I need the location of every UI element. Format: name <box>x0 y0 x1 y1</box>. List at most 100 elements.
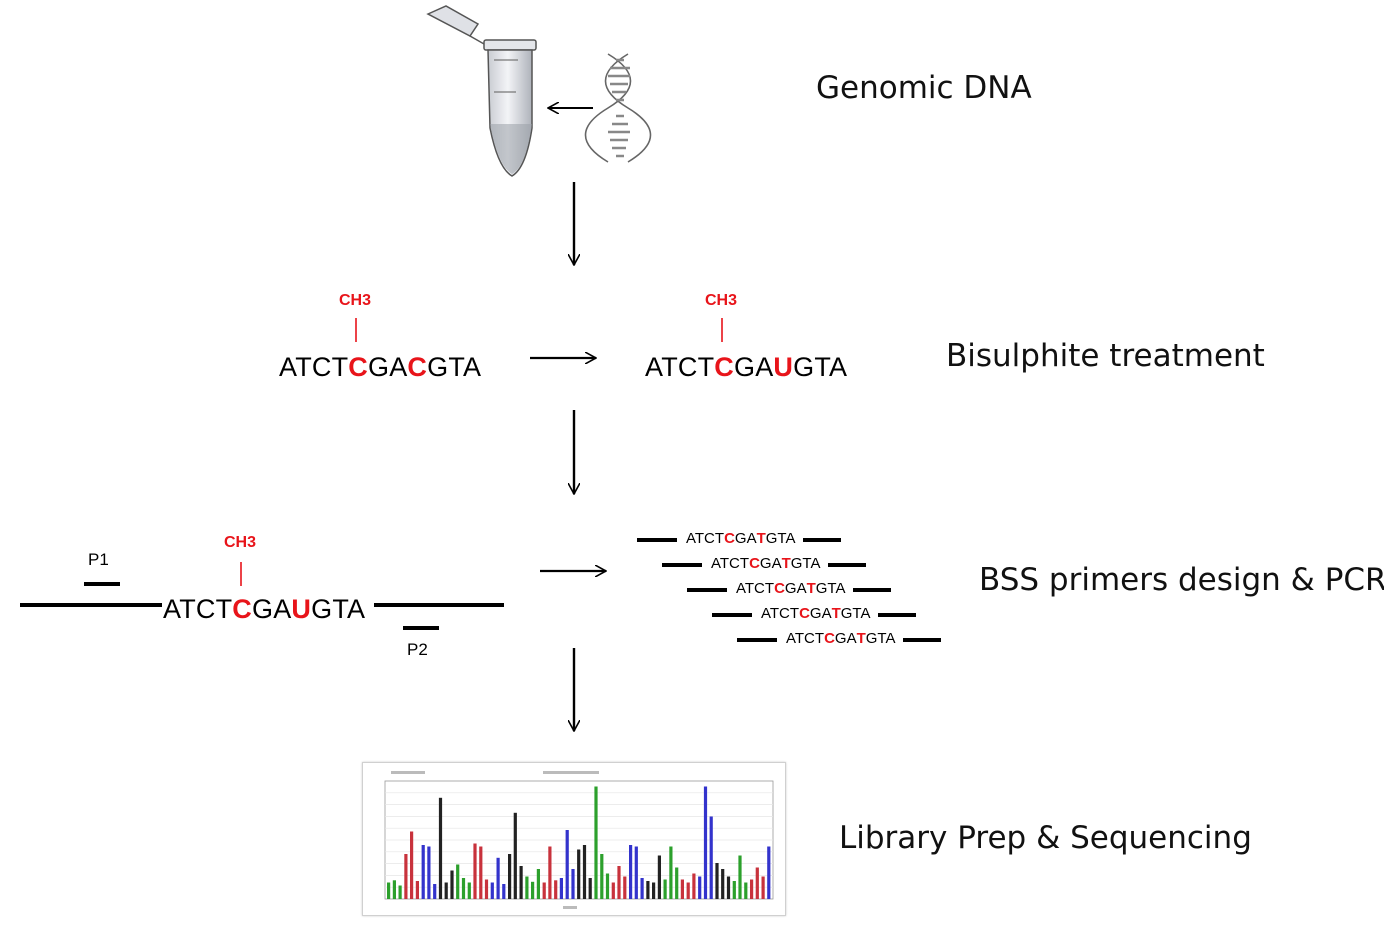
amplicon-bar-right <box>903 638 941 642</box>
chart-bar <box>467 882 471 899</box>
chart-bar <box>450 870 454 899</box>
chart-bar <box>519 866 523 899</box>
chart-bar <box>703 786 708 899</box>
chart-bar <box>421 845 425 899</box>
chart-bar <box>755 867 759 899</box>
chart-bar <box>508 854 512 899</box>
chart-bar <box>438 797 443 900</box>
chart-bar <box>629 845 633 899</box>
chart-bar <box>605 873 610 899</box>
chart-bar <box>582 845 587 899</box>
chart-bar <box>738 855 742 899</box>
chart-bar <box>387 882 391 899</box>
chart-bar <box>415 881 419 899</box>
chart-bar <box>410 831 414 899</box>
chart-bar <box>392 880 396 900</box>
chart-bar <box>525 876 529 899</box>
sequence-bss-template: ATCTCGAUGTA <box>163 594 366 624</box>
chart-bar <box>640 878 644 899</box>
amplicon-bar-right <box>853 588 891 592</box>
ch3-label-before: CH3 <box>339 292 372 309</box>
chart-bar <box>490 882 494 899</box>
chart-bar <box>502 884 506 899</box>
chart-bar <box>565 830 569 899</box>
amplicon-bar-left <box>737 638 777 642</box>
chart-bar <box>473 843 477 899</box>
chart-bar <box>623 876 627 899</box>
chart-bar <box>698 876 702 899</box>
chart-bar <box>675 867 679 899</box>
chart-bar <box>732 881 736 899</box>
chart-bar <box>588 878 592 899</box>
template-strand-right <box>374 603 504 607</box>
chart-axis-mark <box>563 906 577 909</box>
chart-bar <box>484 879 489 899</box>
chart-bar <box>433 884 437 899</box>
chart-bar <box>634 846 638 899</box>
amplicon-bar-left <box>662 563 702 567</box>
chart-bar <box>686 882 690 899</box>
amplicon-bar-left <box>712 613 752 617</box>
chart-bar <box>715 863 719 899</box>
primer-p1-label: P1 <box>88 550 109 569</box>
chart-bar <box>657 855 661 899</box>
ch3-label-after: CH3 <box>705 292 738 309</box>
chart-bar <box>479 846 483 899</box>
amplicon-bar-right <box>878 613 916 617</box>
chart-bar <box>669 846 673 899</box>
amplicon-sequence: ATCTCGATGTA <box>786 630 896 647</box>
chart-bar <box>617 866 621 899</box>
chart-bar <box>577 849 581 899</box>
chart-header-mark <box>543 771 599 774</box>
chart-bar <box>456 864 460 899</box>
chart-bar <box>461 878 466 899</box>
amplicon-bar-left <box>687 588 727 592</box>
step-label-library-seq: Library Prep & Sequencing <box>839 820 1252 856</box>
chart-bar <box>750 879 754 899</box>
chart-bar <box>404 854 408 899</box>
chart-bar <box>444 882 448 899</box>
chart-bar <box>646 881 650 899</box>
chart-bar <box>542 882 546 899</box>
sequencing-chart-thumbnail <box>362 762 786 916</box>
step-label-bss-pcr: BSS primers design & PCR <box>979 562 1384 598</box>
step-label-genomic-dna: Genomic DNA <box>816 70 1032 106</box>
amplicon-sequence: ATCTCGATGTA <box>761 605 871 622</box>
step-label-bisulphite: Bisulphite treatment <box>946 338 1265 374</box>
chart-bar <box>427 846 431 899</box>
chart-bar <box>663 879 667 899</box>
chart-bar <box>548 846 552 899</box>
ch3-label-template: CH3 <box>224 534 257 551</box>
amplicon-sequence: ATCTCGATGTA <box>736 580 846 597</box>
chart-bar <box>559 878 563 899</box>
amplicon-bar-left <box>637 538 677 542</box>
sequence-before-bisulphite: ATCTCGACGTA <box>279 352 482 382</box>
dna-helix-icon <box>584 53 652 163</box>
chart-bar <box>496 857 500 900</box>
template-strand-left <box>20 603 162 607</box>
chart-bar <box>652 882 656 899</box>
amplicon-sequence: ATCTCGATGTA <box>686 530 796 547</box>
amplicon-sequence: ATCTCGATGTA <box>711 555 821 572</box>
chart-bar <box>721 869 725 899</box>
chart-bar <box>536 869 540 899</box>
chart-bar <box>600 854 604 899</box>
tube-icon <box>426 5 537 177</box>
chart-bar <box>531 881 535 900</box>
chart-bar <box>554 880 558 900</box>
chart-bar <box>571 869 575 899</box>
chart-bar <box>709 816 713 899</box>
amplicon-bar-right <box>803 538 841 542</box>
primer-p1-bar <box>84 582 120 586</box>
sequence-after-bisulphite: ATCTCGAUGTA <box>645 352 848 382</box>
chart-bar <box>398 885 402 899</box>
chart-header-mark <box>391 771 425 774</box>
chart-bar <box>594 786 598 899</box>
chart-bar <box>513 812 517 900</box>
chart-bar <box>680 879 684 899</box>
amplicon-bar-right <box>828 563 866 567</box>
sequencing-chart-svg <box>384 771 774 909</box>
primer-p2-bar <box>403 626 439 630</box>
chart-bar <box>761 876 765 899</box>
